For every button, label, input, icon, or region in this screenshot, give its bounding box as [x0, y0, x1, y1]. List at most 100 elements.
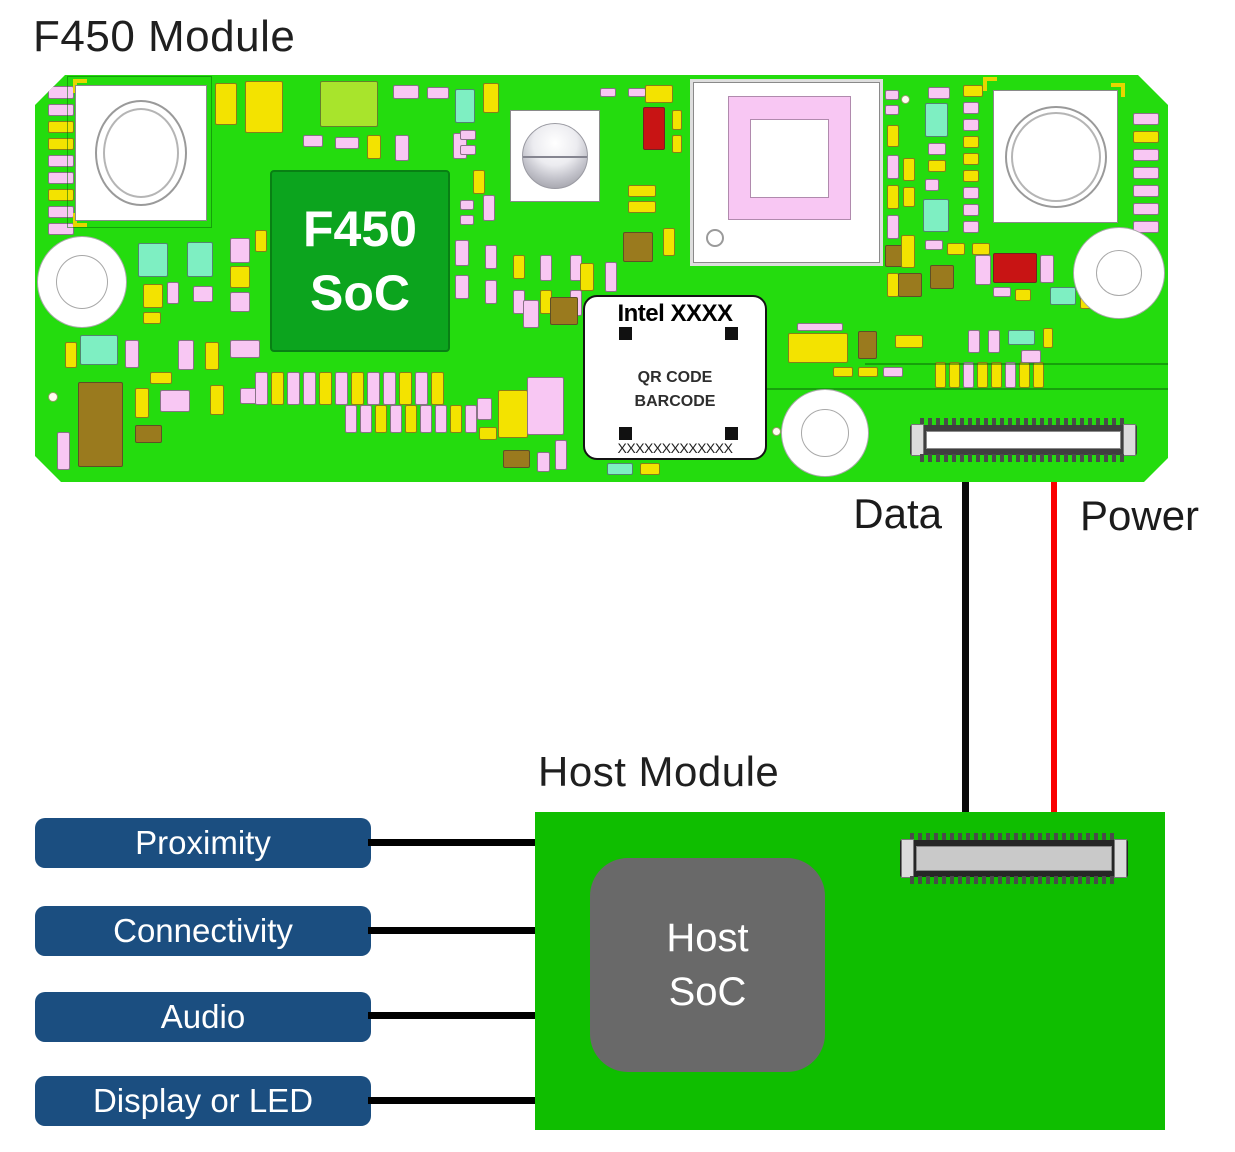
pcb-component — [885, 105, 899, 115]
pcb-component — [858, 331, 877, 359]
pcb-component — [1050, 287, 1076, 305]
pcb-component — [245, 81, 283, 133]
host-module-board: Host SoC — [535, 812, 1165, 1130]
pcb-component — [540, 255, 552, 281]
pcb-component — [483, 83, 499, 113]
pcb-component — [230, 340, 260, 358]
mounting-hole-inner — [801, 409, 849, 457]
pcb-component — [230, 238, 250, 263]
connector-slot — [926, 431, 1121, 449]
pcb-component — [993, 287, 1011, 297]
pcb-component — [928, 160, 946, 172]
pcb-component — [287, 372, 300, 405]
pcb-component — [479, 427, 497, 440]
pcb-component — [628, 88, 646, 97]
pcb-component — [977, 362, 988, 388]
pcb-component — [975, 255, 991, 285]
pcb-component — [963, 204, 979, 216]
data-wire — [962, 482, 969, 813]
pcb-component — [925, 240, 943, 250]
fiducial-bracket-icon — [1111, 83, 1125, 97]
pcb-component — [797, 323, 843, 331]
pcb-component — [523, 300, 539, 328]
pcb-component — [550, 297, 578, 325]
pcb-component — [351, 372, 364, 405]
pcb-component — [928, 143, 946, 155]
pcb-component — [160, 390, 190, 412]
host-soc-chip: Host SoC — [590, 858, 825, 1072]
pcb-component — [178, 340, 194, 370]
pcb-component — [963, 170, 979, 182]
pcb-component — [963, 85, 983, 97]
pcb-component — [772, 427, 781, 436]
pcb-component — [230, 266, 250, 288]
sticker-barcode-text: BARCODE — [634, 393, 716, 410]
pcb-component — [928, 87, 950, 99]
pcb-component — [320, 81, 378, 127]
pcb-component — [477, 398, 492, 420]
pcb-component — [963, 362, 974, 388]
pcb-component — [788, 333, 848, 363]
peripheral-box-connectivity: Connectivity — [35, 906, 371, 956]
bga-die — [750, 119, 829, 198]
pcb-component — [925, 103, 948, 137]
pcb-component — [135, 388, 149, 418]
pcb-component — [887, 215, 899, 239]
pcb-component — [460, 200, 474, 210]
pcb-component — [399, 372, 412, 405]
connector-endcap — [1114, 839, 1127, 878]
connector-endcap — [911, 424, 924, 456]
pcb-component — [230, 292, 250, 312]
pcb-component — [455, 275, 469, 299]
pcb-component — [903, 187, 915, 207]
sticker-fiducial-icon — [619, 327, 632, 340]
pcb-component — [1133, 149, 1159, 161]
pcb-component — [833, 367, 853, 377]
power-wire-label: Power — [1080, 492, 1200, 539]
pcb-component — [150, 372, 172, 384]
host-soc-label-line1: Host — [666, 916, 749, 960]
pcb-component — [65, 342, 77, 368]
pcb-component — [901, 95, 910, 104]
host-soc-label-line2: SoC — [668, 970, 747, 1014]
pcb-component — [963, 187, 979, 199]
camera-module-right — [993, 90, 1118, 223]
pcb-component — [623, 232, 653, 262]
pcb-component — [947, 243, 965, 255]
sticker-fiducial-icon — [725, 427, 738, 440]
pcb-component — [383, 372, 396, 405]
f450-soc-chip: F450 SoC — [270, 170, 450, 352]
pcb-component — [895, 335, 923, 348]
peripheral-box-proximity: Proximity — [35, 818, 371, 868]
pcb-component — [628, 185, 656, 197]
pcb-component — [1043, 328, 1053, 348]
pcb-component — [1133, 203, 1159, 215]
pcb-component — [605, 262, 617, 292]
pcb-component — [167, 282, 179, 304]
connector-pins — [920, 454, 1127, 462]
pcb-component — [360, 405, 372, 433]
pcb-component — [303, 135, 323, 147]
pcb-component — [80, 335, 118, 365]
pcb-component — [427, 87, 449, 99]
pcb-component — [431, 372, 444, 405]
pcb-component — [205, 342, 219, 370]
sticker-fiducial-icon — [619, 427, 632, 440]
sticker-fiducial-icon — [725, 327, 738, 340]
pcb-component — [963, 221, 979, 233]
pcb-component — [1019, 362, 1030, 388]
info-sticker: Intel XXXX QR CODE BARCODE XXXXXXXXXXXXX — [583, 295, 767, 460]
pcb-component — [628, 201, 656, 213]
fiducial-bracket-icon — [983, 77, 997, 91]
pcb-component — [903, 158, 915, 181]
pcb-component — [303, 372, 316, 405]
mounting-hole — [781, 389, 869, 477]
camera-lens-inner — [103, 108, 179, 198]
connector-slot — [916, 846, 1112, 871]
pcb-component — [187, 242, 213, 277]
screw-head-module — [510, 110, 600, 202]
mounting-hole — [1073, 227, 1165, 319]
pcb-component — [537, 452, 550, 472]
pcb-component — [57, 432, 70, 470]
